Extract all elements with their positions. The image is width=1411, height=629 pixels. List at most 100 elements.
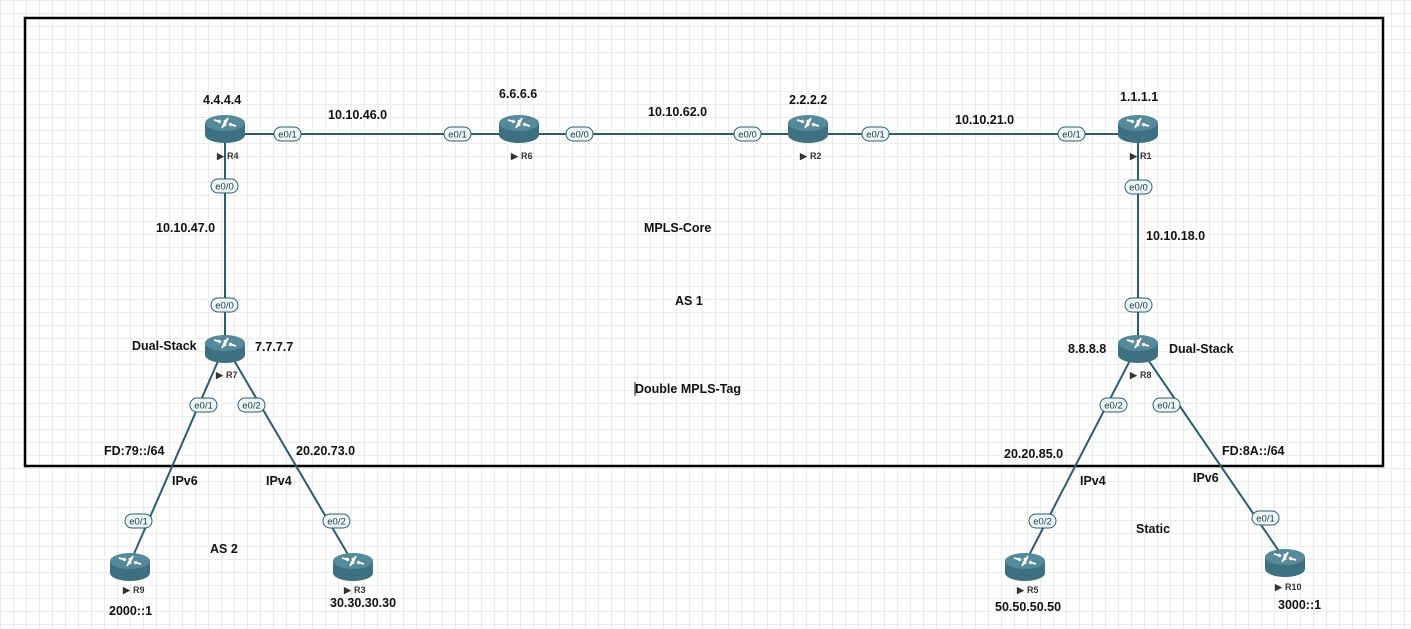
svg-text:▶: ▶ (215, 370, 224, 380)
router-id-r6: 6.6.6.6 (499, 87, 537, 101)
network-r8-r10: FD:8A::/64 (1222, 444, 1285, 458)
port-label: e0/2 (242, 401, 261, 412)
router-icon (1004, 552, 1046, 582)
port-r6-e0-0[interactable]: e0/0 (565, 126, 594, 142)
router-r4[interactable]: ▶ R4 (204, 114, 246, 161)
port-r1-e0-1[interactable]: e0/1 (1057, 126, 1086, 142)
area-label-tag[interactable]: Double MPLS-Tag (635, 382, 741, 396)
svg-text:▶: ▶ (216, 151, 225, 161)
router-id-r2: 2.2.2.2 (789, 93, 827, 107)
link-type-r7-r9: IPv6 (172, 474, 198, 488)
router-name: R8 (1140, 370, 1152, 380)
svg-text:▶: ▶ (799, 151, 808, 161)
link-type-r8-r10: IPv6 (1193, 471, 1219, 485)
router-name: R2 (810, 151, 822, 161)
network-r4-r7: 10.10.47.0 (156, 221, 215, 235)
port-label: e0/2 (1033, 517, 1052, 528)
port-label: e0/1 (129, 517, 148, 528)
svg-text:▶: ▶ (1016, 585, 1025, 595)
network-r7-r3: 20.20.73.0 (296, 444, 355, 458)
svg-text:▶: ▶ (1274, 582, 1283, 592)
router-icon (1117, 334, 1159, 364)
interface-labels: e0/1 e0/1 e0/0 e0/0 e0/1 e0/1 e0/0 e0/0 (124, 126, 1280, 529)
link-type-r8-r5: IPv4 (1080, 474, 1106, 488)
port-r4-e0-1[interactable]: e0/1 (273, 126, 302, 142)
router-r9[interactable]: ▶ R9 (109, 552, 151, 595)
network-r1-r8: 10.10.18.0 (1146, 229, 1205, 243)
router-r2[interactable]: ▶ R2 (787, 114, 829, 161)
network-r6-r2: 10.10.62.0 (648, 105, 707, 119)
port-label: e0/1 (1157, 401, 1176, 412)
network-labels: 10.10.46.0 10.10.62.0 10.10.21.0 10.10.4… (104, 105, 1285, 488)
router-icon (1264, 548, 1306, 578)
svg-text:▶: ▶ (1129, 370, 1138, 380)
port-label: e0/1 (866, 130, 885, 141)
router-icon (109, 552, 151, 582)
router-id-r5: 50.50.50.50 (995, 600, 1061, 614)
port-r10-e0-1[interactable]: e0/1 (1251, 510, 1280, 526)
port-r7-e0-0[interactable]: e0/0 (210, 297, 239, 313)
port-r7-e0-1[interactable]: e0/1 (189, 397, 218, 413)
router-name: R3 (354, 585, 366, 595)
router-r5[interactable]: ▶ R5 (1004, 552, 1046, 595)
port-label: e0/1 (194, 401, 213, 412)
router-icon (204, 334, 246, 364)
port-r6-e0-1[interactable]: e0/1 (443, 126, 472, 142)
port-label: e0/0 (1129, 183, 1148, 194)
port-label: e0/0 (1129, 301, 1148, 312)
port-r2-e0-0[interactable]: e0/0 (733, 126, 762, 142)
router-ids: 4.4.4.4 6.6.6.6 2.2.2.2 1.1.1.1 7.7.7.7 … (109, 87, 1321, 618)
port-r2-e0-1[interactable]: e0/1 (861, 126, 890, 142)
router-icon (787, 114, 829, 144)
port-r4-e0-0[interactable]: e0/0 (210, 178, 239, 194)
router-r7[interactable]: ▶ R7 (204, 334, 246, 380)
port-label: e0/1 (1256, 514, 1275, 525)
router-r3[interactable]: ▶ R3 (332, 552, 374, 595)
port-r1-e0-0[interactable]: e0/0 (1124, 179, 1153, 195)
port-r5-e0-2[interactable]: e0/2 (1028, 513, 1057, 529)
router-r1[interactable]: ▶ R1 (1117, 114, 1159, 161)
svg-text:▶: ▶ (343, 585, 352, 595)
network-r8-r5: 20.20.85.0 (1004, 447, 1063, 461)
port-r8-e0-1[interactable]: e0/1 (1152, 397, 1181, 413)
router-r8[interactable]: ▶ R8 (1117, 334, 1159, 380)
router-name: R6 (521, 151, 533, 161)
router-id-r1: 1.1.1.1 (1120, 90, 1158, 104)
router-name: R7 (226, 370, 238, 380)
router-name: R4 (227, 151, 239, 161)
port-label: e0/0 (738, 130, 757, 141)
area-labels: MPLS-Core AS 1 Double MPLS-Tag AS 2 Stat… (210, 221, 1170, 556)
network-r7-r9: FD:79::/64 (104, 444, 164, 458)
port-r8-e0-0[interactable]: e0/0 (1124, 297, 1153, 313)
router-name: R5 (1027, 585, 1039, 595)
router-id-r10: 3000::1 (1278, 598, 1321, 612)
router-id-r4: 4.4.4.4 (203, 93, 241, 107)
svg-text:▶: ▶ (122, 585, 131, 595)
as1-boundary (23, 16, 1385, 468)
port-label: e0/2 (1104, 401, 1123, 412)
router-name: R9 (133, 585, 145, 595)
port-r3-e0-2[interactable]: e0/2 (322, 513, 351, 529)
port-label: e0/1 (1062, 130, 1081, 141)
area-label-as2: AS 2 (210, 542, 238, 556)
link-type-r7-r3: IPv4 (266, 474, 292, 488)
svg-text:▶: ▶ (1129, 151, 1138, 161)
port-r9-e0-1[interactable]: e0/1 (124, 513, 153, 529)
router-id-r8: 8.8.8.8 (1068, 342, 1106, 356)
router-id-r9: 2000::1 (109, 604, 152, 618)
router-name: R1 (1140, 151, 1152, 161)
router-icon (332, 552, 374, 582)
port-label: e0/0 (570, 130, 589, 141)
area-label-static: Static (1136, 522, 1170, 536)
router-r6[interactable]: ▶ R6 (498, 114, 540, 161)
port-r7-e0-2[interactable]: e0/2 (237, 397, 266, 413)
network-r4-r6: 10.10.46.0 (328, 108, 387, 122)
router-r10[interactable]: ▶ R10 (1264, 548, 1306, 592)
router-id-r7: 7.7.7.7 (255, 340, 293, 354)
router-icon (1117, 114, 1159, 144)
port-label: e0/1 (278, 130, 297, 141)
port-label: e0/0 (215, 182, 234, 193)
area-label-as1: AS 1 (675, 294, 703, 308)
port-r8-e0-2[interactable]: e0/2 (1099, 397, 1128, 413)
